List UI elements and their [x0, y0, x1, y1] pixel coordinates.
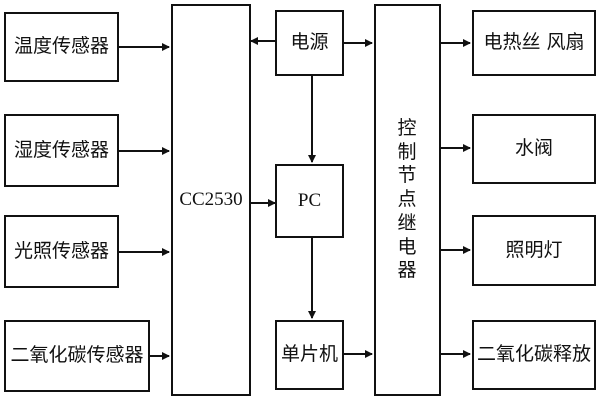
cc2530-label: CC2530: [179, 189, 243, 211]
humidity-sensor-box: 湿度传感器: [4, 114, 119, 187]
humidity-sensor-label: 湿度传感器: [13, 138, 109, 161]
power-label: 电源: [290, 31, 329, 54]
co2-sensor-box: 二氧化碳传感器: [4, 320, 150, 392]
co2-sensor-label: 二氧化碳传感器: [10, 344, 144, 367]
co2-release-label: 二氧化碳释放: [476, 343, 591, 366]
cc2530-box: CC2530: [171, 4, 251, 396]
water-valve-label: 水阀: [514, 137, 553, 160]
mcu-label: 单片机: [280, 343, 338, 366]
mcu-box: 单片机: [275, 320, 344, 390]
temperature-sensor-box: 温度传感器: [4, 12, 119, 82]
pc-label: PC: [297, 190, 322, 212]
light-sensor-box: 光照传感器: [4, 215, 119, 288]
heater-fan-box: 电热丝 风扇: [472, 10, 596, 76]
power-box: 电源: [275, 10, 344, 76]
relay-label: 控制节点继电器: [397, 116, 418, 282]
co2-release-box: 二氧化碳释放: [472, 320, 596, 390]
lamp-label: 照明灯: [505, 238, 563, 261]
lamp-box: 照明灯: [472, 215, 596, 286]
water-valve-box: 水阀: [472, 114, 596, 184]
pc-box: PC: [275, 164, 344, 238]
light-sensor-label: 光照传感器: [13, 239, 109, 262]
relay-box: 控制节点继电器: [374, 4, 441, 396]
heater-fan-label: 电热丝 风扇: [483, 31, 585, 54]
temperature-sensor-label: 温度传感器: [13, 35, 109, 58]
